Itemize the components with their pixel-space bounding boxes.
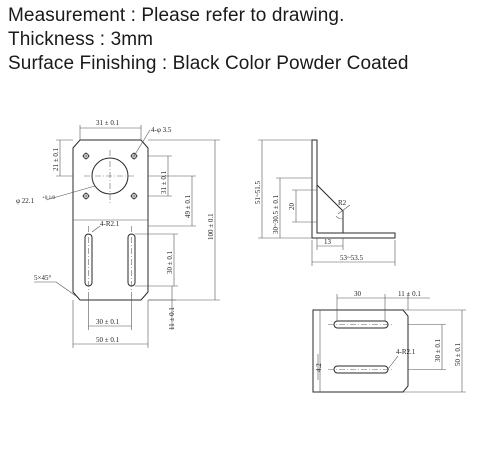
dim-bottom-offset: 11 ± 0.1 xyxy=(168,307,176,330)
dim-overall-width: 50 ± 0.1 xyxy=(96,336,120,344)
dim-holes: 4-φ 3.5 xyxy=(151,126,172,134)
dim-side-base-offset: 13 xyxy=(324,238,332,246)
dim-bottom-edge-offset: 11 ± 0.1 xyxy=(398,290,421,298)
dim-bottom-depth: 30 ± 0.1 xyxy=(434,338,442,362)
dim-hole-spacing: 31 ± 0.1 xyxy=(160,170,168,194)
bottom-view-outline xyxy=(312,309,409,393)
bottom-view: 30 11 ± 0.1 4.2 4-R2.1 30 ± 0.1 50 ± 0.1 xyxy=(312,290,466,393)
spec-measurement: Measurement : Please refer to drawing. xyxy=(8,5,345,26)
dim-bottom-slot-width: 4-R2.1 xyxy=(396,348,416,356)
front-slots xyxy=(84,226,136,294)
dim-side-height: 51~51.5 xyxy=(254,180,262,204)
dim-bottom-width: 50 ± 0.1 xyxy=(454,342,462,366)
bottom-slots xyxy=(328,320,394,374)
front-view: 31 ± 0.1 4-φ 3.5 21 ± 0.1 φ 22.1 +0.1/0 … xyxy=(16,119,220,348)
dim-side-gusset-height: 20 xyxy=(288,203,296,211)
dim-top-offset: 21 ± 0.1 xyxy=(52,147,60,171)
dim-bottom-slot-offset: 4.2 xyxy=(315,363,323,372)
dim-side-inner-height: 30~30.5 ± 0.1 xyxy=(272,194,280,234)
front-view-outline xyxy=(72,139,149,301)
dim-slot-spacing: 30 ± 0.1 xyxy=(96,318,120,326)
side-view: 51~51.5 30~30.5 ± 0.1 20 R2 13 53~53.5 xyxy=(254,139,396,266)
dim-top-width: 31 ± 0.1 xyxy=(96,119,120,127)
dim-side-length: 53~53.5 xyxy=(340,254,364,262)
dim-side-radius: R2 xyxy=(338,199,347,207)
dim-center-hole-tol: +0.1/0 xyxy=(42,196,55,201)
dim-overall-height: 100 ± 0.1 xyxy=(207,213,215,240)
spec-surface-finishing: Surface Finishing : Black Color Powder C… xyxy=(8,53,409,74)
mounting-holes xyxy=(82,152,138,200)
dim-slot-length: 30 ± 0.1 xyxy=(166,250,174,274)
dim-center-to-slot: 49 ± 0.1 xyxy=(184,194,192,218)
dim-center-hole: φ 22.1 xyxy=(16,197,35,205)
dim-slot-width: 4-R2.1 xyxy=(100,220,120,228)
side-view-profile xyxy=(311,139,396,239)
dim-bottom-slot-length: 30 xyxy=(354,290,362,298)
spec-thickness: Thickness : 3mm xyxy=(8,29,154,50)
dim-chamfer: 5×45° xyxy=(34,274,51,282)
